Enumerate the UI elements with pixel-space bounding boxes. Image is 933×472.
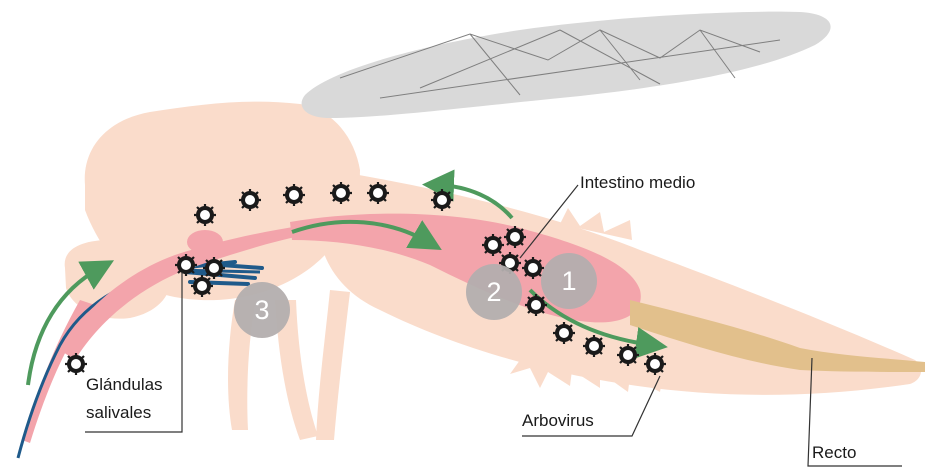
- virus-particle-icon: [194, 204, 216, 226]
- step-marker-1: 1: [541, 253, 597, 309]
- virus-particle-icon: [239, 189, 261, 211]
- virus-particle-icon: [367, 182, 389, 204]
- label-salivales: salivales: [86, 403, 151, 422]
- step-number: 1: [561, 266, 576, 296]
- label-arbovirus: Arbovirus: [522, 411, 594, 430]
- leg: [316, 290, 350, 440]
- virus-particle-icon: [330, 182, 352, 204]
- virus-particle-icon: [175, 254, 197, 276]
- label-recto: Recto: [812, 443, 856, 462]
- step-number: 2: [486, 277, 501, 307]
- virus-particle-icon: [283, 184, 305, 206]
- virus-particle-icon: [65, 353, 87, 375]
- label-glandulas: Glándulas: [86, 375, 163, 394]
- step-marker-2: 2: [466, 264, 522, 320]
- wing: [302, 12, 831, 118]
- virus-particle-icon: [522, 257, 544, 279]
- virus-particle-icon: [482, 234, 504, 256]
- virus-particle-icon: [583, 335, 605, 357]
- label-intestino-medio: Intestino medio: [580, 173, 695, 192]
- step-number: 3: [254, 295, 269, 325]
- virus-particle-icon: [553, 322, 575, 344]
- virus-particle-icon: [431, 189, 453, 211]
- virus-particle-icon: [525, 294, 547, 316]
- virus-particle-icon: [191, 275, 213, 297]
- step-marker-3: 3: [234, 282, 290, 338]
- virus-particle-icon: [644, 353, 666, 375]
- crop: [187, 230, 223, 254]
- virus-particle-icon: [504, 226, 526, 248]
- virus-particle-icon: [617, 344, 639, 366]
- virus-particle-icon: [203, 257, 225, 279]
